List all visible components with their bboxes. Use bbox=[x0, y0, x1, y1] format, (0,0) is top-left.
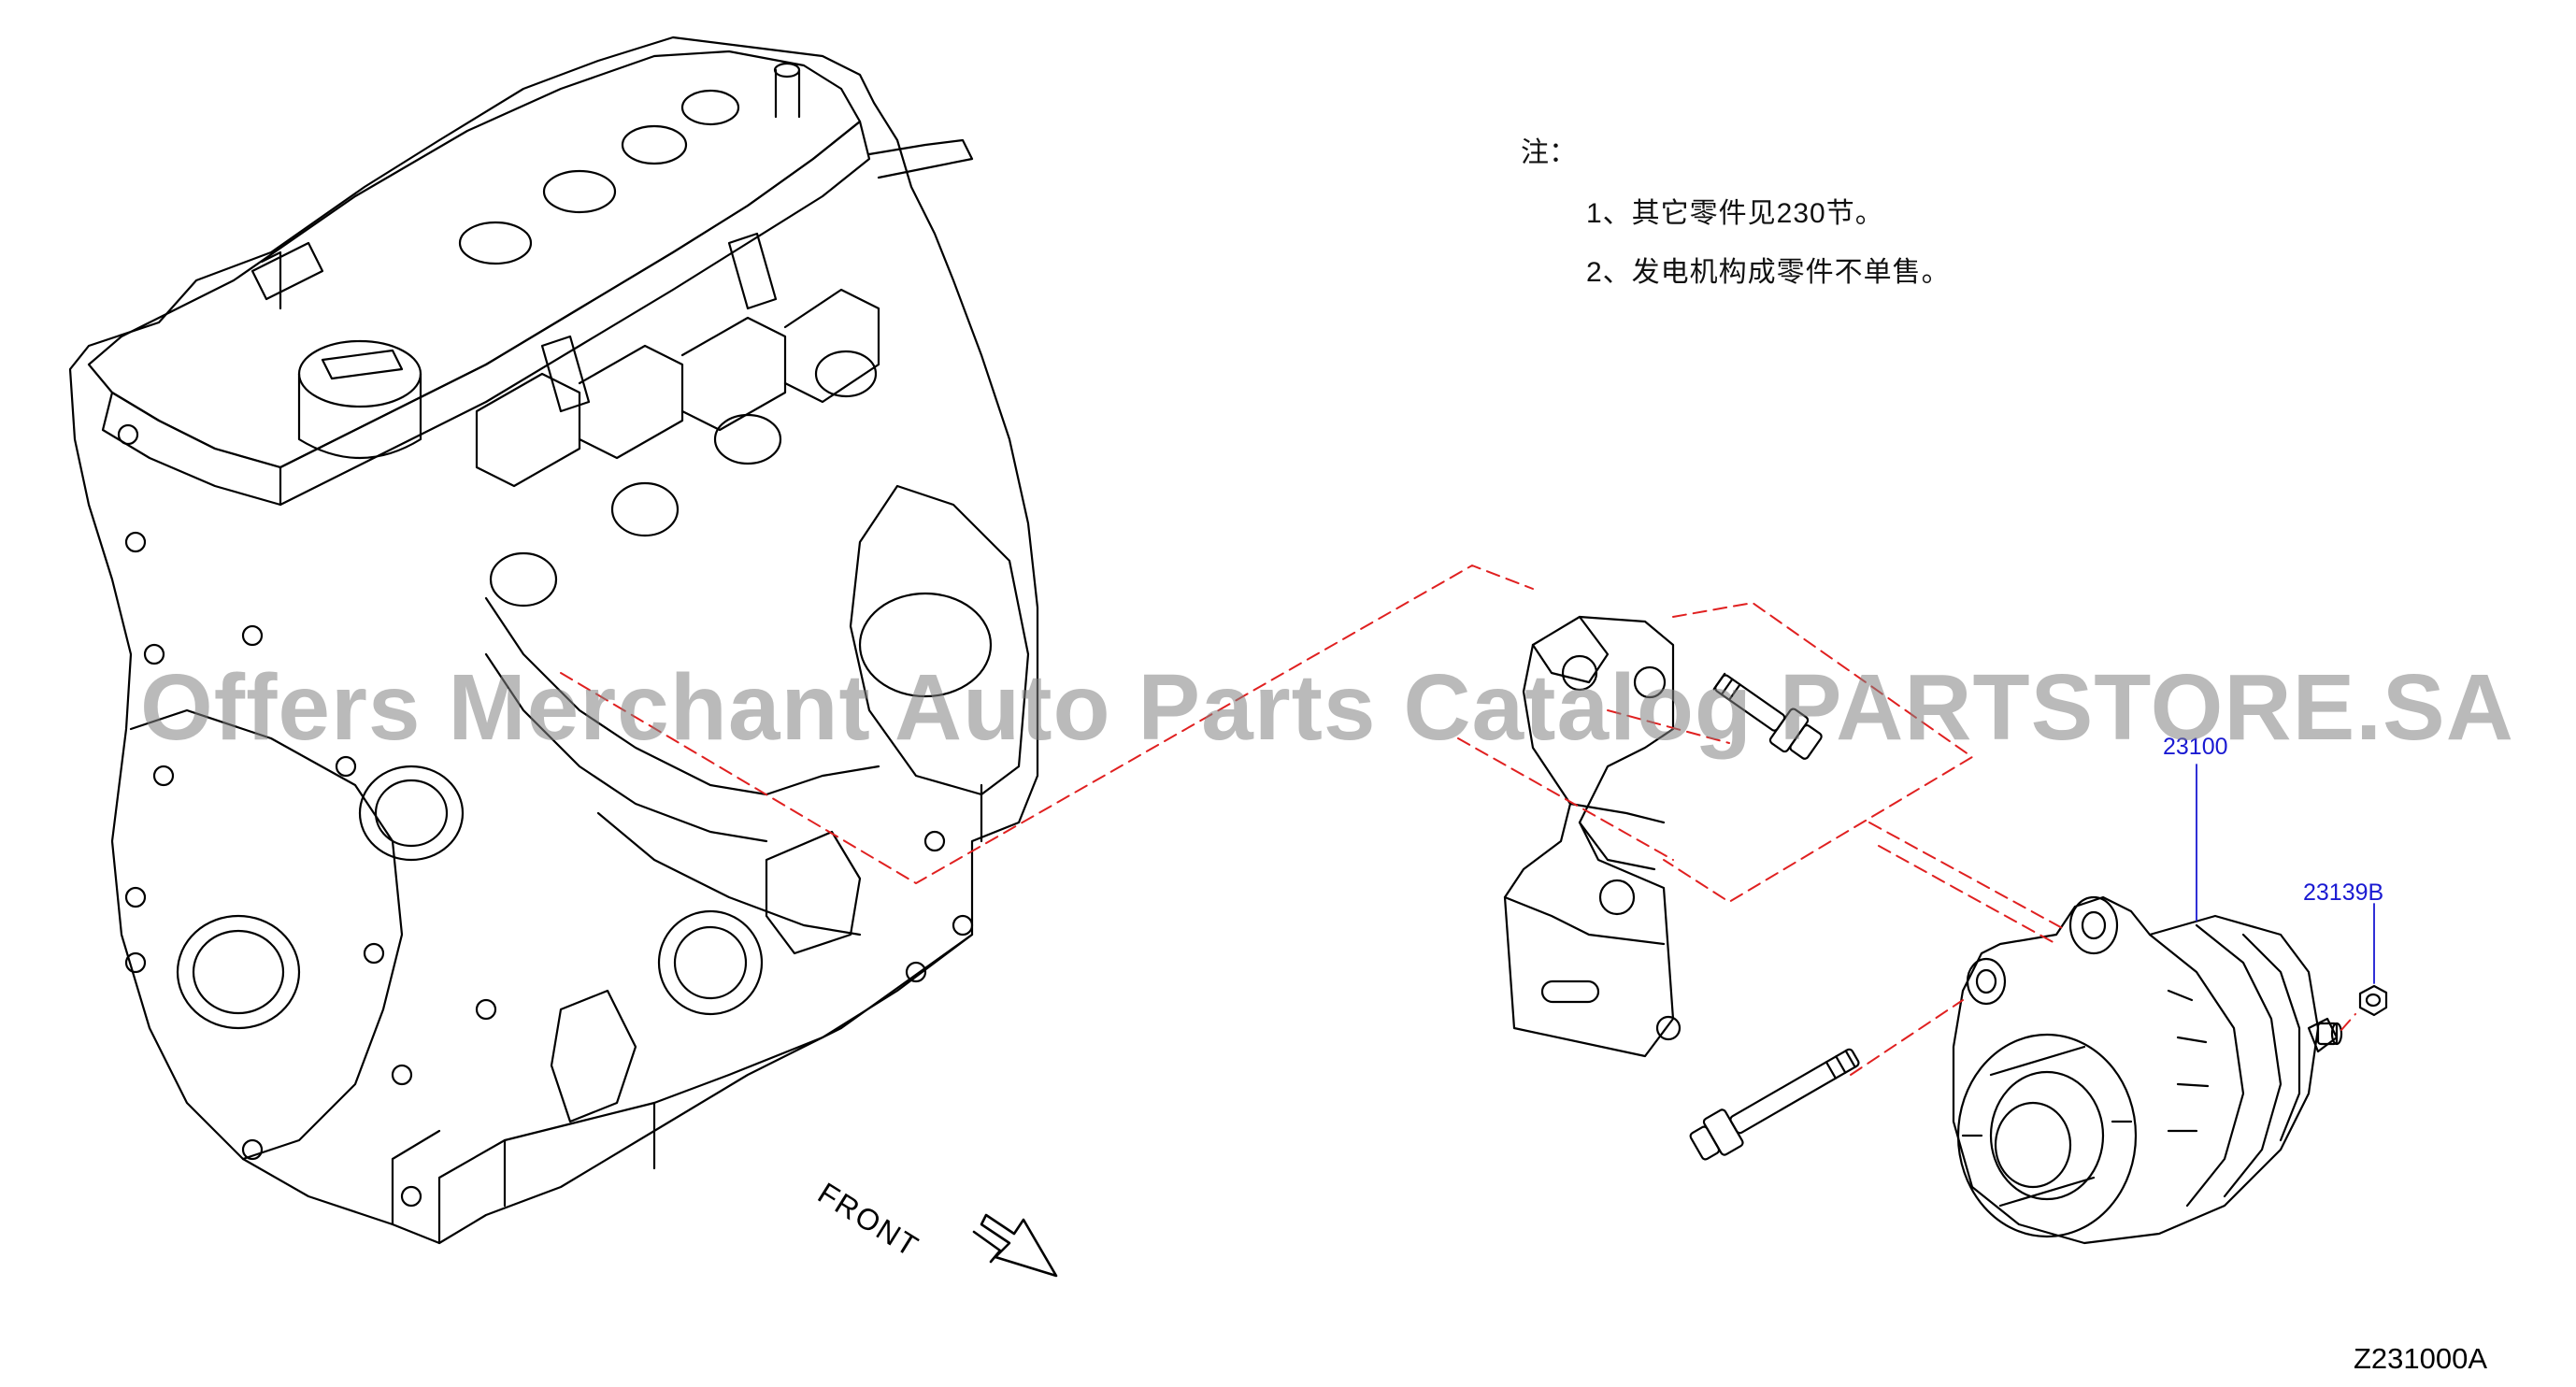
callout-leaders bbox=[2196, 764, 2375, 984]
figure-code: Z231000A bbox=[2354, 1342, 2488, 1375]
note-line-2: 2、发电机构成零件不单售。 bbox=[1586, 257, 1951, 288]
part-callout-alternator[interactable]: 23100 bbox=[2163, 734, 2228, 760]
alternator-long-bolt-illustration bbox=[1689, 1048, 1860, 1161]
assembly-guide-lines bbox=[560, 565, 2356, 1076]
notes-heading: 注： bbox=[1521, 137, 1577, 168]
engine-block-illustration bbox=[68, 36, 1039, 1245]
watermark-text: Offers Merchant Auto Parts Catalog PARTS… bbox=[140, 655, 2514, 760]
part-callout-nut[interactable]: 23139B bbox=[2303, 879, 2384, 906]
front-direction-arrow bbox=[972, 1213, 1058, 1278]
nut-illustration bbox=[2358, 984, 2388, 1017]
alternator-illustration bbox=[1952, 895, 2343, 1245]
bracket-bolt-upper-illustration bbox=[1712, 672, 1823, 760]
alternator-bracket-illustration bbox=[1503, 615, 1682, 1058]
note-line-1: 1、其它零件见230节。 bbox=[1586, 198, 1884, 229]
